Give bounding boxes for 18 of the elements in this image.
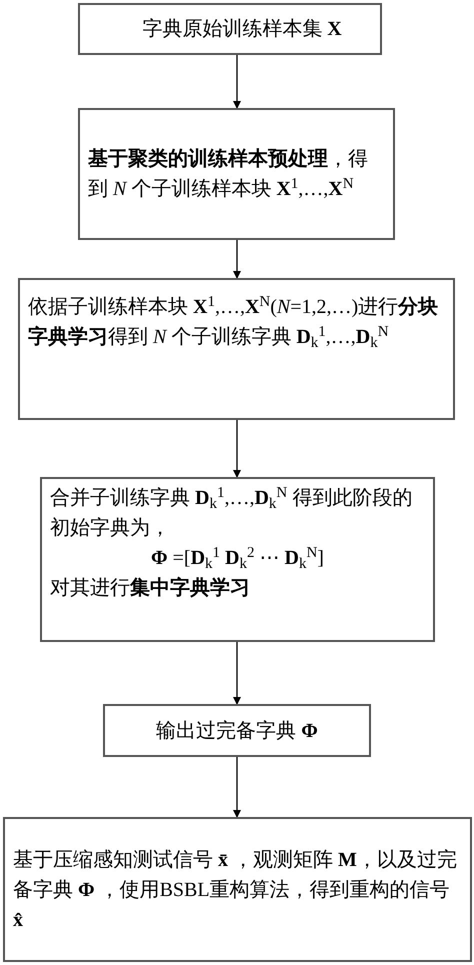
process-box: [18, 278, 455, 420]
process-box: [40, 477, 435, 642]
arrow: [233, 757, 241, 818]
step-text: 输出过完备字典 Φ: [156, 718, 318, 744]
arrow: [233, 55, 241, 109]
process-box: [103, 704, 371, 757]
step-text: 合并子训练字典 D$_{k}$$^{1}$,…,D$_{k}$$^{N}$ 得到此阶段的初始字典为，: [50, 484, 414, 541]
step-text: 字典原始训练样本集 X: [142, 17, 342, 42]
arrow: [233, 642, 241, 705]
step-text: 对其进行集中字典学习: [50, 576, 251, 601]
process-box: [78, 3, 382, 55]
arrow: [233, 420, 241, 478]
step-text: 基于聚类的训练样本预处理，得到 N 个子训练样本块 X$^{1}$,…,X$^{N}$: [88, 147, 369, 202]
process-box: [78, 108, 395, 240]
step-text: Φ =[D$_{k}$$^{1}$ D$_{k}$$^{2}$ ⋯ D$_{k}$$^{N}$]: [150, 544, 325, 573]
process-box: [3, 817, 472, 962]
arrow: [233, 240, 241, 279]
step-text: 基于压缩感知测试信号 x̄ ，观测矩阵 M，以及过完备字典 Φ ，使用BSBL重构算法，得到重构的信号 x̂: [13, 848, 458, 932]
